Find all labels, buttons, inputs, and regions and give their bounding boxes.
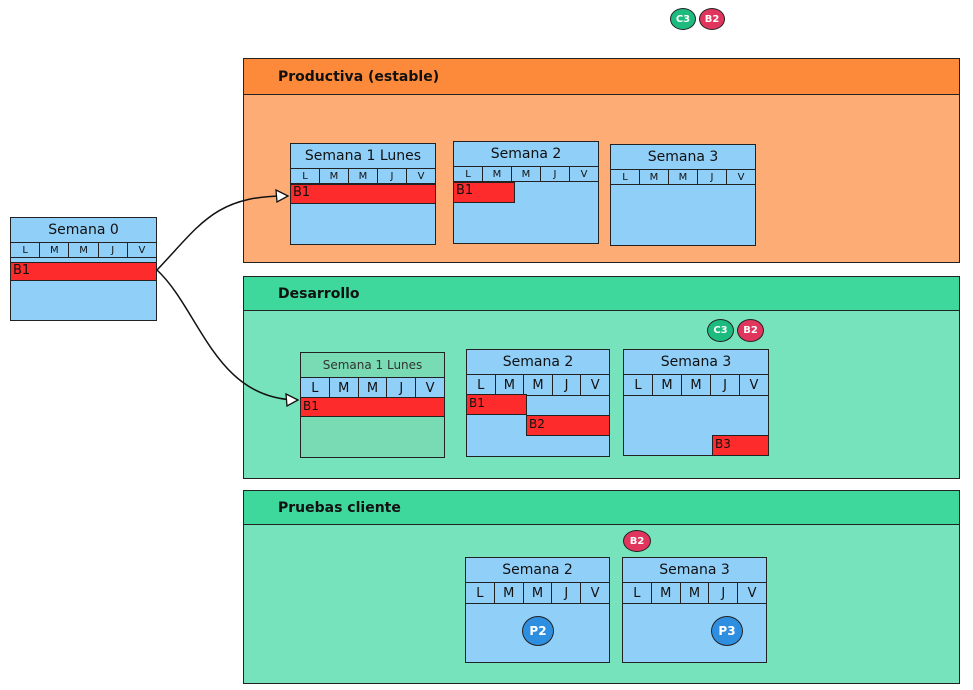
task-bar-b1: B1 (10, 262, 157, 281)
badge-p3: P3 (711, 616, 743, 646)
week-title: Semana 2 (454, 142, 598, 167)
day-label: M (524, 375, 553, 395)
day-label: V (581, 583, 609, 603)
week-box-prod-semana-3: Semana 3 L M M J V (610, 144, 756, 246)
day-label: M (40, 243, 70, 257)
task-bar-b1: B1 (300, 397, 445, 417)
day-label: M (358, 378, 388, 398)
arrow-to-productiva (156, 195, 289, 271)
day-label: V (738, 583, 766, 603)
task-bar-b1: B1 (453, 182, 515, 203)
day-row: L M M J V (466, 583, 609, 604)
week-title: Semana 0 (11, 218, 156, 243)
week-title: Semana 2 (466, 558, 609, 583)
day-label: M (349, 169, 378, 183)
day-label: M (669, 170, 698, 184)
badge-b2-top: B2 (699, 8, 725, 30)
day-row: L M M J V (467, 375, 609, 396)
day-label: M (651, 583, 681, 603)
arrowhead-desarrollo (285, 392, 300, 408)
task-bar-b1: B1 (290, 184, 436, 204)
day-label: L (291, 169, 320, 183)
badge-b2-dev: B2 (737, 319, 764, 342)
day-label: V (581, 375, 609, 395)
lane-desarrollo-title: Desarrollo (244, 277, 959, 311)
task-bar-b2: B2 (526, 415, 610, 436)
day-label: J (378, 169, 407, 183)
day-label: M (640, 170, 669, 184)
day-row: L M M J V (624, 375, 768, 396)
day-label: L (624, 375, 653, 395)
day-label: J (709, 583, 739, 603)
day-label: M (495, 375, 525, 395)
week-title: Semana 1 Lunes (291, 144, 435, 169)
task-bar-b1: B1 (466, 394, 527, 415)
day-label: L (11, 243, 41, 257)
lane-productiva-title: Productiva (estable) (244, 59, 959, 95)
day-label: M (682, 375, 711, 395)
day-label: V (407, 169, 435, 183)
day-label: V (570, 167, 598, 181)
day-label: M (69, 243, 99, 257)
task-bar-b3: B3 (712, 435, 769, 456)
day-label: M (483, 167, 512, 181)
day-label: V (127, 243, 157, 257)
day-label: J (552, 375, 582, 395)
week-box-qa-semana-3: Semana 3 L M M J V (622, 557, 767, 663)
day-label: L (301, 378, 330, 398)
day-label: V (727, 170, 755, 184)
badge-c3-dev: C3 (707, 319, 734, 342)
day-label: M (523, 583, 553, 603)
badge-b2-qa: B2 (623, 530, 651, 552)
day-label: M (329, 378, 359, 398)
day-label: J (387, 378, 417, 398)
day-label: L (467, 375, 496, 395)
day-label: L (611, 170, 640, 184)
day-row: L M M J V (611, 170, 755, 185)
day-label: L (466, 583, 495, 603)
badge-c3-top: C3 (670, 8, 696, 30)
week-title: Semana 2 (467, 350, 609, 375)
arrowhead-productiva (275, 188, 290, 204)
badge-p2: P2 (522, 616, 554, 646)
day-label: M (512, 167, 541, 181)
day-label: M (320, 169, 349, 183)
day-label: J (552, 583, 582, 603)
day-label: V (416, 378, 444, 398)
week-title: Semana 3 (624, 350, 768, 375)
day-label: V (740, 375, 768, 395)
day-row: L M M J V (11, 243, 157, 258)
day-label: M (653, 375, 682, 395)
day-label: L (454, 167, 483, 181)
day-label: J (711, 375, 740, 395)
day-label: J (698, 170, 727, 184)
arrow-to-desarrollo (156, 269, 299, 401)
day-label: J (541, 167, 570, 181)
day-label: J (98, 243, 128, 257)
lane-productiva: Productiva (estable) (243, 58, 960, 263)
week-title: Semana 3 (611, 145, 755, 170)
lane-pruebas-title: Pruebas cliente (244, 491, 959, 525)
day-label: M (494, 583, 524, 603)
day-row: L M M J V (454, 167, 598, 182)
day-row: L M M J V (291, 169, 435, 184)
day-label: M (680, 583, 710, 603)
week-title: Semana 3 (623, 558, 766, 583)
week-title: Semana 1 Lunes (301, 353, 444, 378)
day-label: L (623, 583, 652, 603)
day-row: L M M J V (623, 583, 766, 604)
